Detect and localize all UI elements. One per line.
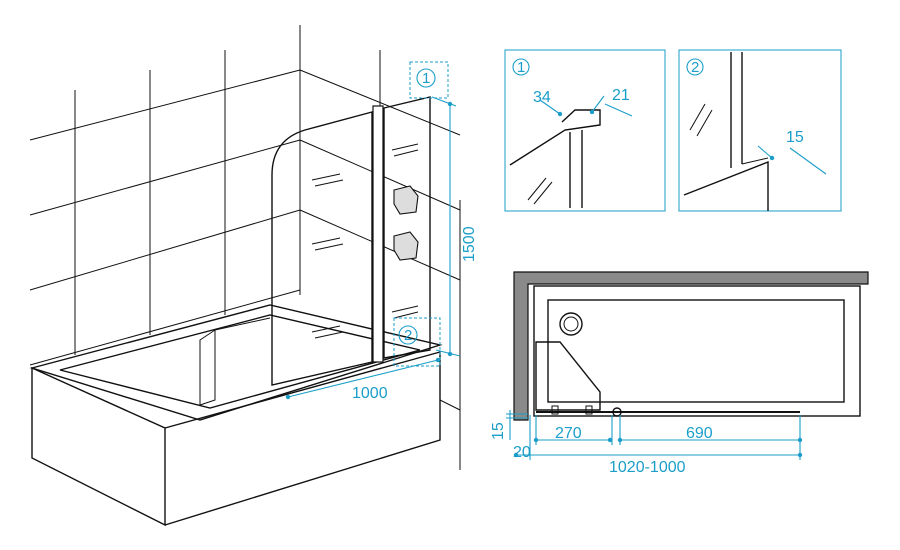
detail-2-title: 2 [691,59,699,76]
height-label: 1500 [461,226,478,262]
detail-1-view: 1 34 21 [504,49,666,212]
detail-2-marker [398,325,418,345]
plan-dim-total: 1020-1000 [609,459,686,476]
plan-fixed-panel [535,341,601,411]
plan-dim-door: 690 [686,425,713,442]
detail-1-dim-21: 21 [612,87,630,104]
plan-drain-outer [559,312,583,336]
plan-view: 270 690 1020-1000 20 15 [490,271,869,476]
glass-reflection-marks [311,143,419,339]
detail-1-marker-box [409,61,449,99]
detail-2-view: 2 15 [678,49,842,212]
plan-dim-wall: 20 [513,444,531,461]
detail-2-number: 2 [404,327,412,344]
plan-dim-fixed: 270 [555,425,582,442]
plan-wall [513,271,869,421]
hinge-top [393,185,419,215]
plan-drain-inner [563,316,579,332]
detail-1-number: 1 [422,70,430,87]
detail-1-title: 1 [517,59,525,76]
isometric-view: 1 2 1500 1000 [29,25,478,527]
plan-dim-gap: 15 [490,422,507,440]
detail-2-dim-15: 15 [786,129,804,146]
width-label: 1000 [352,385,388,402]
detail-1-dim-34: 34 [533,89,551,106]
width-dimension: 1000 [285,357,441,402]
height-dimension: 1500 [431,96,478,357]
hinge-profile [372,105,384,363]
plan-bathtub-outline [533,285,861,417]
detail-1-marker [416,68,436,88]
hinge-bottom [393,231,419,261]
